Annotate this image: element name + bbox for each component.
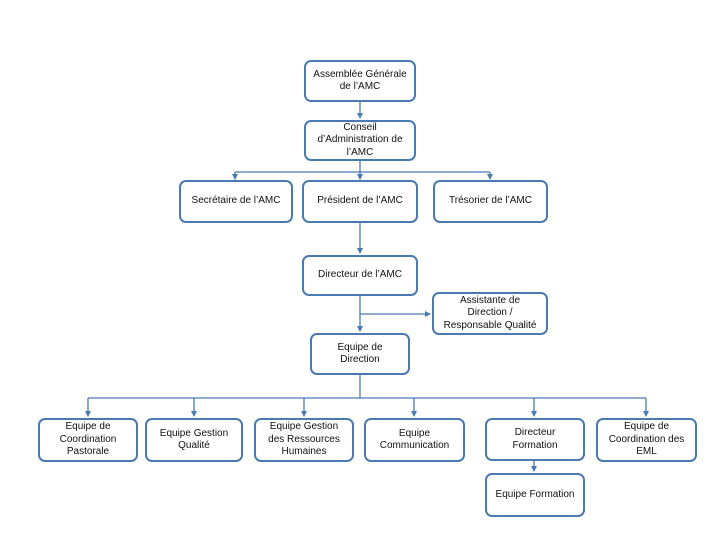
node-assemblee-generale-label: Assemblée Générale de l’AMC	[313, 68, 407, 93]
node-directeur: Directeur de l’AMC	[302, 255, 418, 296]
node-equipe-gestion-qualite: Equipe Gestion Qualité	[145, 418, 243, 462]
node-equipe-formation-label: Equipe Formation	[495, 488, 575, 500]
node-equipe-coordination-pastorale: Equipe de Coordination Pastorale	[38, 418, 138, 462]
node-equipe-coordination-pastorale-label: Equipe de Coordination Pastorale	[59, 421, 117, 458]
node-equipe-gestion-qualite-label: Equipe Gestion Qualité	[159, 427, 229, 452]
node-secretaire: Secrétaire de l’AMC	[179, 180, 293, 223]
node-president: Président de l’AMC	[302, 180, 418, 223]
node-equipe-ressources-humaines-label: Equipe Gestion des Ressources Humaines	[268, 421, 340, 458]
node-directeur-formation: Directeur Formation	[485, 418, 585, 461]
node-conseil-administration: Conseil d’Administration de l’AMC	[304, 120, 416, 161]
node-conseil-administration-label: Conseil d’Administration de l’AMC	[317, 121, 403, 158]
node-president-label: Président de l’AMC	[317, 195, 403, 207]
node-assemblee-generale: Assemblée Générale de l’AMC	[304, 60, 416, 102]
node-directeur-label: Directeur de l’AMC	[318, 269, 402, 281]
node-assistante-direction: Assistante de Direction / Responsable Qu…	[432, 292, 548, 335]
node-equipe-communication-label: Equipe Communication	[379, 427, 450, 452]
node-secretaire-label: Secrétaire de l’AMC	[191, 195, 281, 207]
node-equipe-direction: Equipe de Direction	[310, 333, 410, 375]
node-equipe-coordination-eml-label: Equipe de Coordination des EML	[608, 421, 685, 458]
node-tresorier-label: Trésorier de l’AMC	[449, 195, 532, 207]
node-equipe-formation: Equipe Formation	[485, 473, 585, 517]
node-equipe-communication: Equipe Communication	[364, 418, 465, 462]
node-equipe-ressources-humaines: Equipe Gestion des Ressources Humaines	[254, 418, 354, 462]
node-assistante-direction-label: Assistante de Direction / Responsable Qu…	[443, 294, 537, 331]
node-equipe-coordination-eml: Equipe de Coordination des EML	[596, 418, 697, 462]
node-tresorier: Trésorier de l’AMC	[433, 180, 548, 223]
node-directeur-formation-label: Directeur Formation	[512, 427, 558, 451]
node-equipe-direction-label: Equipe de Direction	[337, 341, 383, 366]
